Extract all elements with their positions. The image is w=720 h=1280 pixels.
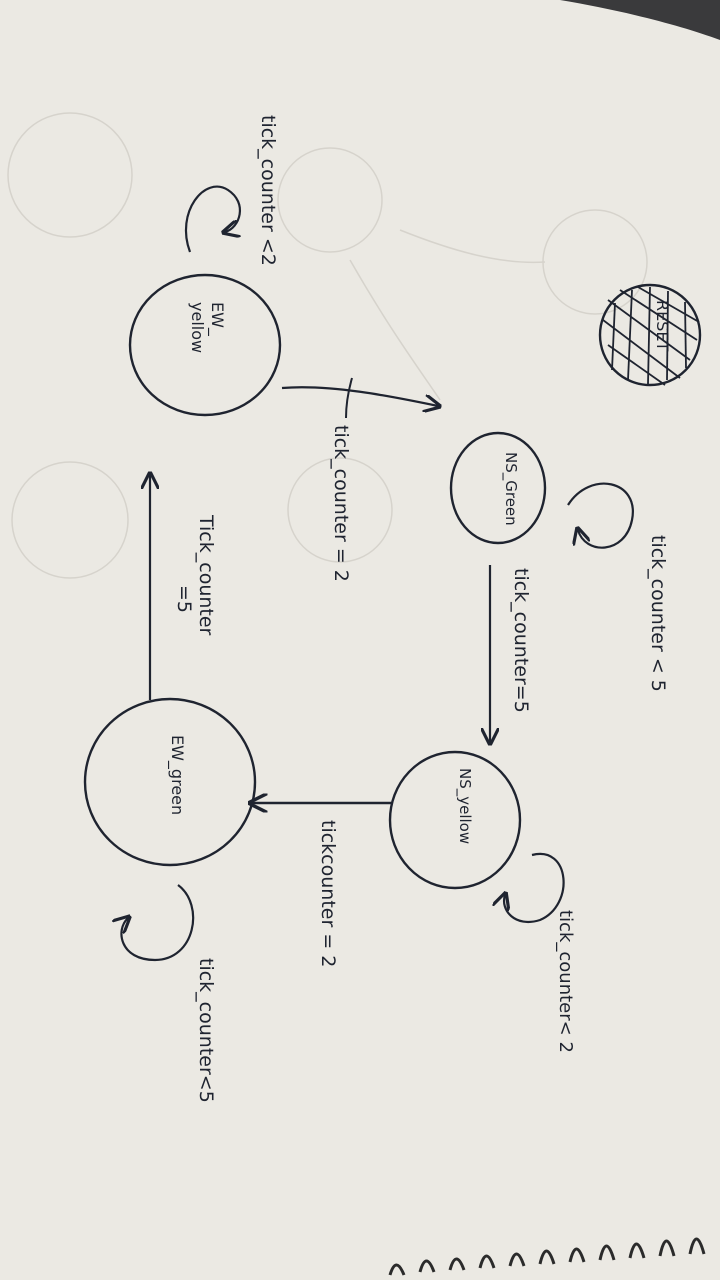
ns-green-self-label: tick_counter < 5 <box>647 535 669 692</box>
state-ew-green-label: EW_green <box>167 735 187 815</box>
ghost-marks <box>7 112 648 579</box>
state-ns-green: NS_Green tick_counter < 5 <box>449 431 669 692</box>
ew-green-self-loop <box>121 884 195 962</box>
label-ew-green-to-ew-yellow-2: =5 <box>173 585 195 613</box>
label-ns-green-to-ns-yellow: tick_counter=5 <box>510 568 532 713</box>
state-ns-yellow: NS_yellow tick_counter< 2 <box>388 750 576 1053</box>
label-ew-yellow-to-ns-green: tick_counter = 2 <box>330 425 352 582</box>
ns-yellow-self-loop <box>504 852 565 923</box>
label-ew-green-to-ew-yellow-1: Tick_counter <box>195 514 217 636</box>
state-ns-yellow-label: NS_yellow <box>455 768 474 844</box>
ns-yellow-self-label: tick_counter< 2 <box>555 910 576 1053</box>
ns-green-self-loop <box>567 482 634 549</box>
ew-yellow-self-loop <box>184 185 242 253</box>
ew-yellow-self-label: tick_counter <2 <box>257 115 279 266</box>
arrow-ew-yellow-to-ns-green <box>281 386 438 406</box>
state-reset: RESET <box>598 283 702 387</box>
state-ew-yellow-label-1: EW_ <box>207 302 227 337</box>
state-ew-yellow: EW_ yellow tick_counter <2 <box>128 115 282 417</box>
state-ew-yellow-label-2: yellow <box>188 302 207 353</box>
label-ns-yellow-to-ew-green: tickcounter = 2 <box>317 820 339 967</box>
state-ew-green: EW_green tick_counter<5 <box>83 697 257 1103</box>
table-corner <box>560 0 720 40</box>
state-ns-green-label: NS_Green <box>501 452 520 526</box>
state-reset-label: RESET <box>653 300 672 351</box>
spiral-binding <box>388 1237 706 1276</box>
arrow-ew-yellow-to-ns-green-tick <box>345 377 353 419</box>
ew-green-self-label: tick_counter<5 <box>195 958 217 1103</box>
